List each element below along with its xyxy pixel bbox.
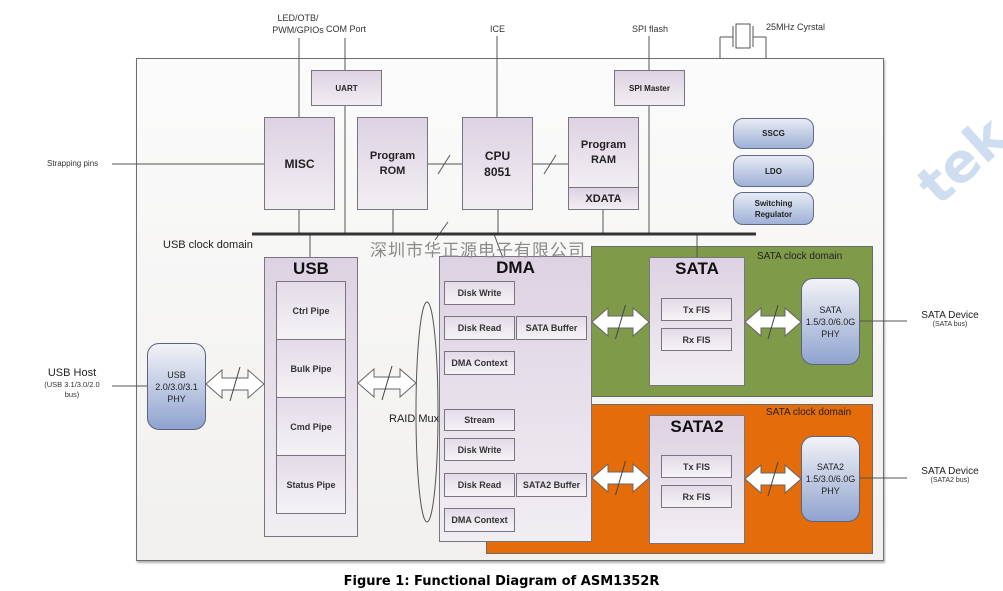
spi-master-block: SPI Master [614, 70, 685, 106]
watermark-chinese: 深圳市华正源电子有限公司 [370, 241, 586, 261]
cpu-block: CPU 8051 [462, 117, 533, 210]
strapping-pins-label: Strapping pins [47, 159, 99, 168]
sata-block-title: SATA [675, 259, 719, 278]
usb-phy-arrow-bus-slash [229, 366, 241, 402]
gpio-label: LED/OTB/ PWM/GPIOs [262, 12, 334, 36]
com-port-label: COM Port [326, 24, 367, 34]
dma-context-1: DMA Context [444, 351, 515, 375]
usb-phy-block: USB 2.0/3.0/3.1 PHY [147, 343, 206, 430]
uart-block: UART [311, 70, 382, 106]
usb-block-title: USB [293, 259, 329, 278]
disk-read-1: Disk Read [444, 316, 515, 340]
sata2-phy-arrow-bus-slash [767, 461, 779, 497]
spi-flash-label: SPI flash [632, 24, 669, 34]
sata-tx-fis: Tx FIS [661, 298, 732, 321]
program-rom-line2: ROM [379, 164, 406, 177]
gpio-label-line1: LED/OTB/ [277, 13, 319, 23]
misc-block: MISC [264, 117, 335, 210]
switching-regulator-block: Switching Regulator [733, 192, 814, 225]
usb-raid-arrow-bus-slash [381, 365, 393, 401]
sata-phy-block: SATA 1.5/3.0/6.0G PHY [801, 278, 860, 365]
xdata-block: XDATA [568, 187, 639, 210]
program-rom-line1: Program [369, 149, 416, 162]
usb-block: USB Ctrl Pipe Bulk Pipe Cmd Pipe Status … [264, 257, 358, 537]
usb-pipe: Cmd Pipe [276, 397, 346, 456]
sata-clock-domain-label: SATA clock domain [757, 251, 843, 262]
sata2-tx-fis: Tx FIS [661, 455, 732, 478]
program-ram-block: Program RAM [568, 117, 639, 188]
usb-clock-domain-label: USB clock domain [163, 239, 253, 251]
dma-block: DMA Disk Write Disk Read SATA Buffer DMA… [439, 256, 592, 542]
sscg-block: SSCG [733, 118, 814, 149]
crystal-label: 25MHz Cyrstal [766, 22, 826, 32]
program-ram-line1: Program [580, 138, 627, 151]
sata2-clock-domain-label: SATA clock domain [766, 407, 852, 418]
sata2-device-label: SATA Device (SATA2 bus) [905, 466, 995, 484]
dma-sata2-arrow-bus-slash [615, 460, 626, 496]
usb-host-title: USB Host [47, 367, 97, 379]
sata2-rx-fis: Rx FIS [661, 485, 732, 508]
usb-host-sub1: (USB 3.1/3.0/2.0 [44, 380, 100, 389]
usb-host-sub2: bus) [64, 390, 80, 399]
program-ram-group: Program RAM XDATA [568, 117, 639, 210]
cpu-line1: CPU [484, 148, 511, 163]
cpu-line2: 8051 [484, 164, 511, 179]
sata-device-title: SATA Device [921, 310, 979, 321]
usb-pipe: Status Pipe [276, 455, 346, 514]
sata2-block: SATA2 Tx FIS Rx FIS [649, 415, 745, 544]
dma-context-2: DMA Context [444, 508, 515, 532]
gpio-label-line2: PWM/GPIOs [272, 25, 324, 35]
sata-block: SATA Tx FIS Rx FIS [649, 257, 745, 386]
raid-mux-ellipse [415, 301, 439, 523]
sata2-device-sub: (SATA2 bus) [930, 477, 970, 484]
program-ram-line2: RAM [590, 153, 617, 166]
program-rom-block: Program ROM [357, 117, 428, 210]
ice-label: ICE [490, 24, 506, 34]
usb-pipe: Ctrl Pipe [276, 281, 346, 340]
dma-block-title: DMA [496, 258, 535, 277]
usb-pipe: Bulk Pipe [276, 339, 346, 398]
figure-caption: Figure 1: Functional Diagram of ASM1352R [343, 574, 660, 589]
sata2-block-title: SATA2 [670, 417, 724, 436]
ldo-block: LDO [733, 155, 814, 187]
sata-buffer: SATA Buffer [516, 316, 587, 340]
sata-device-label: SATA Device (SATA bus) [905, 310, 995, 328]
sata-device-sub: (SATA bus) [932, 321, 968, 328]
disk-write-1: Disk Write [444, 281, 515, 305]
sata2-phy-block: SATA2 1.5/3.0/6.0G PHY [801, 436, 860, 522]
usb-host-label: USB Host (USB 3.1/3.0/2.0 bus) [30, 367, 114, 400]
sata2-buffer: SATA2 Buffer [516, 473, 587, 497]
disk-write-2: Disk Write [444, 438, 515, 461]
sata-phy-arrow-bus-slash [767, 304, 779, 340]
sata-rx-fis: Rx FIS [661, 328, 732, 351]
stream: Stream [444, 409, 515, 431]
sata2-device-title: SATA Device [921, 466, 979, 477]
dma-sata-arrow-bus-slash [615, 304, 626, 340]
disk-read-2: Disk Read [444, 473, 515, 497]
raid-mux-label: RAID Mux [389, 413, 440, 425]
